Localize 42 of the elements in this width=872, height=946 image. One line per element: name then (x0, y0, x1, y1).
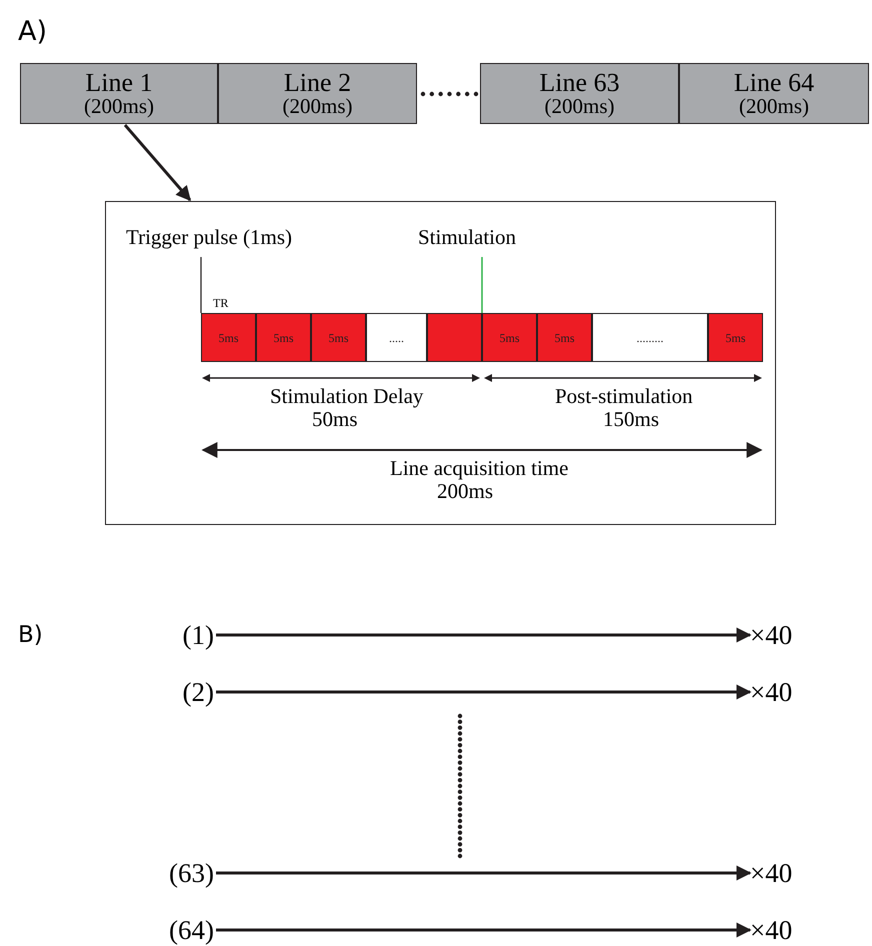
span-label: 200ms (437, 481, 494, 502)
repeat-count: ×40 (750, 860, 792, 886)
duration-text: 5ms (328, 332, 348, 344)
ellipsis: ......... (636, 332, 664, 344)
line-number: (64) (169, 916, 214, 944)
line-number: (1) (182, 622, 214, 648)
arrow (216, 922, 752, 938)
duration-text: (200ms) (282, 96, 352, 117)
repeat-count: ×40 (750, 622, 792, 648)
annotation-text: Trigger pulse (1ms) (126, 227, 292, 248)
arrow (216, 684, 752, 700)
duration-text: (200ms) (544, 96, 614, 117)
annotation-text: TR (213, 297, 228, 309)
span-label: Post-stimulation (555, 386, 693, 407)
line-number: (63) (169, 860, 214, 886)
repeat-count: ×40 (750, 916, 792, 944)
duration-text: 5ms (554, 332, 574, 344)
line-name: Line 64 (734, 70, 814, 96)
duration-text: 5ms (725, 332, 746, 344)
span-label: Stimulation Delay (270, 386, 424, 407)
duration-text: 5ms (218, 332, 238, 344)
arrow (216, 628, 752, 642)
duration-text: (200ms) (84, 96, 154, 117)
duration-text: 5ms (499, 332, 520, 344)
arrow (216, 866, 752, 880)
duration-text: (200ms) (739, 96, 809, 117)
span-label: 50ms (312, 409, 358, 430)
arrow (124, 124, 192, 202)
span-label: 150ms (603, 409, 660, 430)
span-label: Line acquisition time (390, 458, 568, 479)
ellipsis: ..... (389, 332, 404, 344)
duration-text: 5ms (273, 332, 294, 344)
line-number: (2) (182, 678, 214, 706)
line-name: Line 63 (539, 70, 620, 96)
detail-frame (105, 201, 776, 525)
annotation-text: Stimulation (418, 227, 516, 248)
panel-label: A) (18, 18, 48, 45)
panel-label: B) (18, 624, 43, 647)
line-name: Line 2 (284, 70, 352, 96)
line-name: Line 1 (85, 70, 153, 96)
repeat-count: ×40 (750, 678, 792, 706)
time-segment (427, 313, 482, 362)
